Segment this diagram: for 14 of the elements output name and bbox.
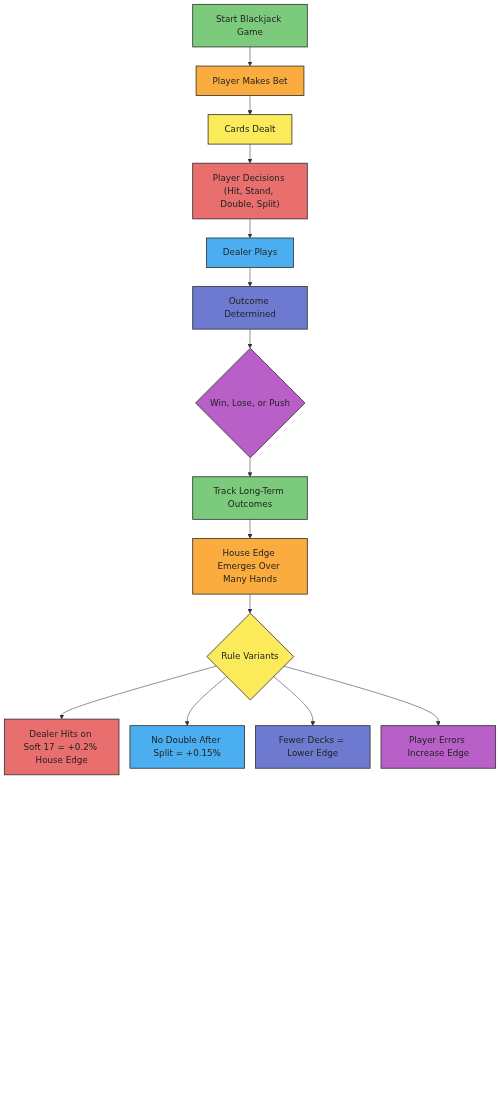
node-box: Player Errors Increase Edge (380, 725, 497, 769)
node-box: Outcome Determined (192, 286, 308, 330)
node-box: House Edge Emerges Over Many Hands (192, 538, 308, 595)
node-box: No Double After Split = +0.15% (129, 725, 245, 769)
node-diamond: Rule Variants (206, 612, 295, 701)
node-box: Dealer Hits on Soft 17 = +0.2% House Edge (3, 718, 120, 776)
node-box: Dealer Plays (206, 237, 294, 268)
node-box: Start Blackjack Game (192, 3, 308, 48)
node-box: Fewer Decks = Lower Edge (255, 725, 371, 769)
node-box: Track Long-Term Outcomes (192, 476, 308, 520)
node-box: Player Makes Bet (195, 65, 305, 96)
node-box: Cards Dealt (207, 114, 293, 145)
node-box: Player Decisions (Hit, Stand, Double, Split) (192, 162, 308, 220)
node-diamond: Win, Lose, or Push (195, 347, 306, 459)
